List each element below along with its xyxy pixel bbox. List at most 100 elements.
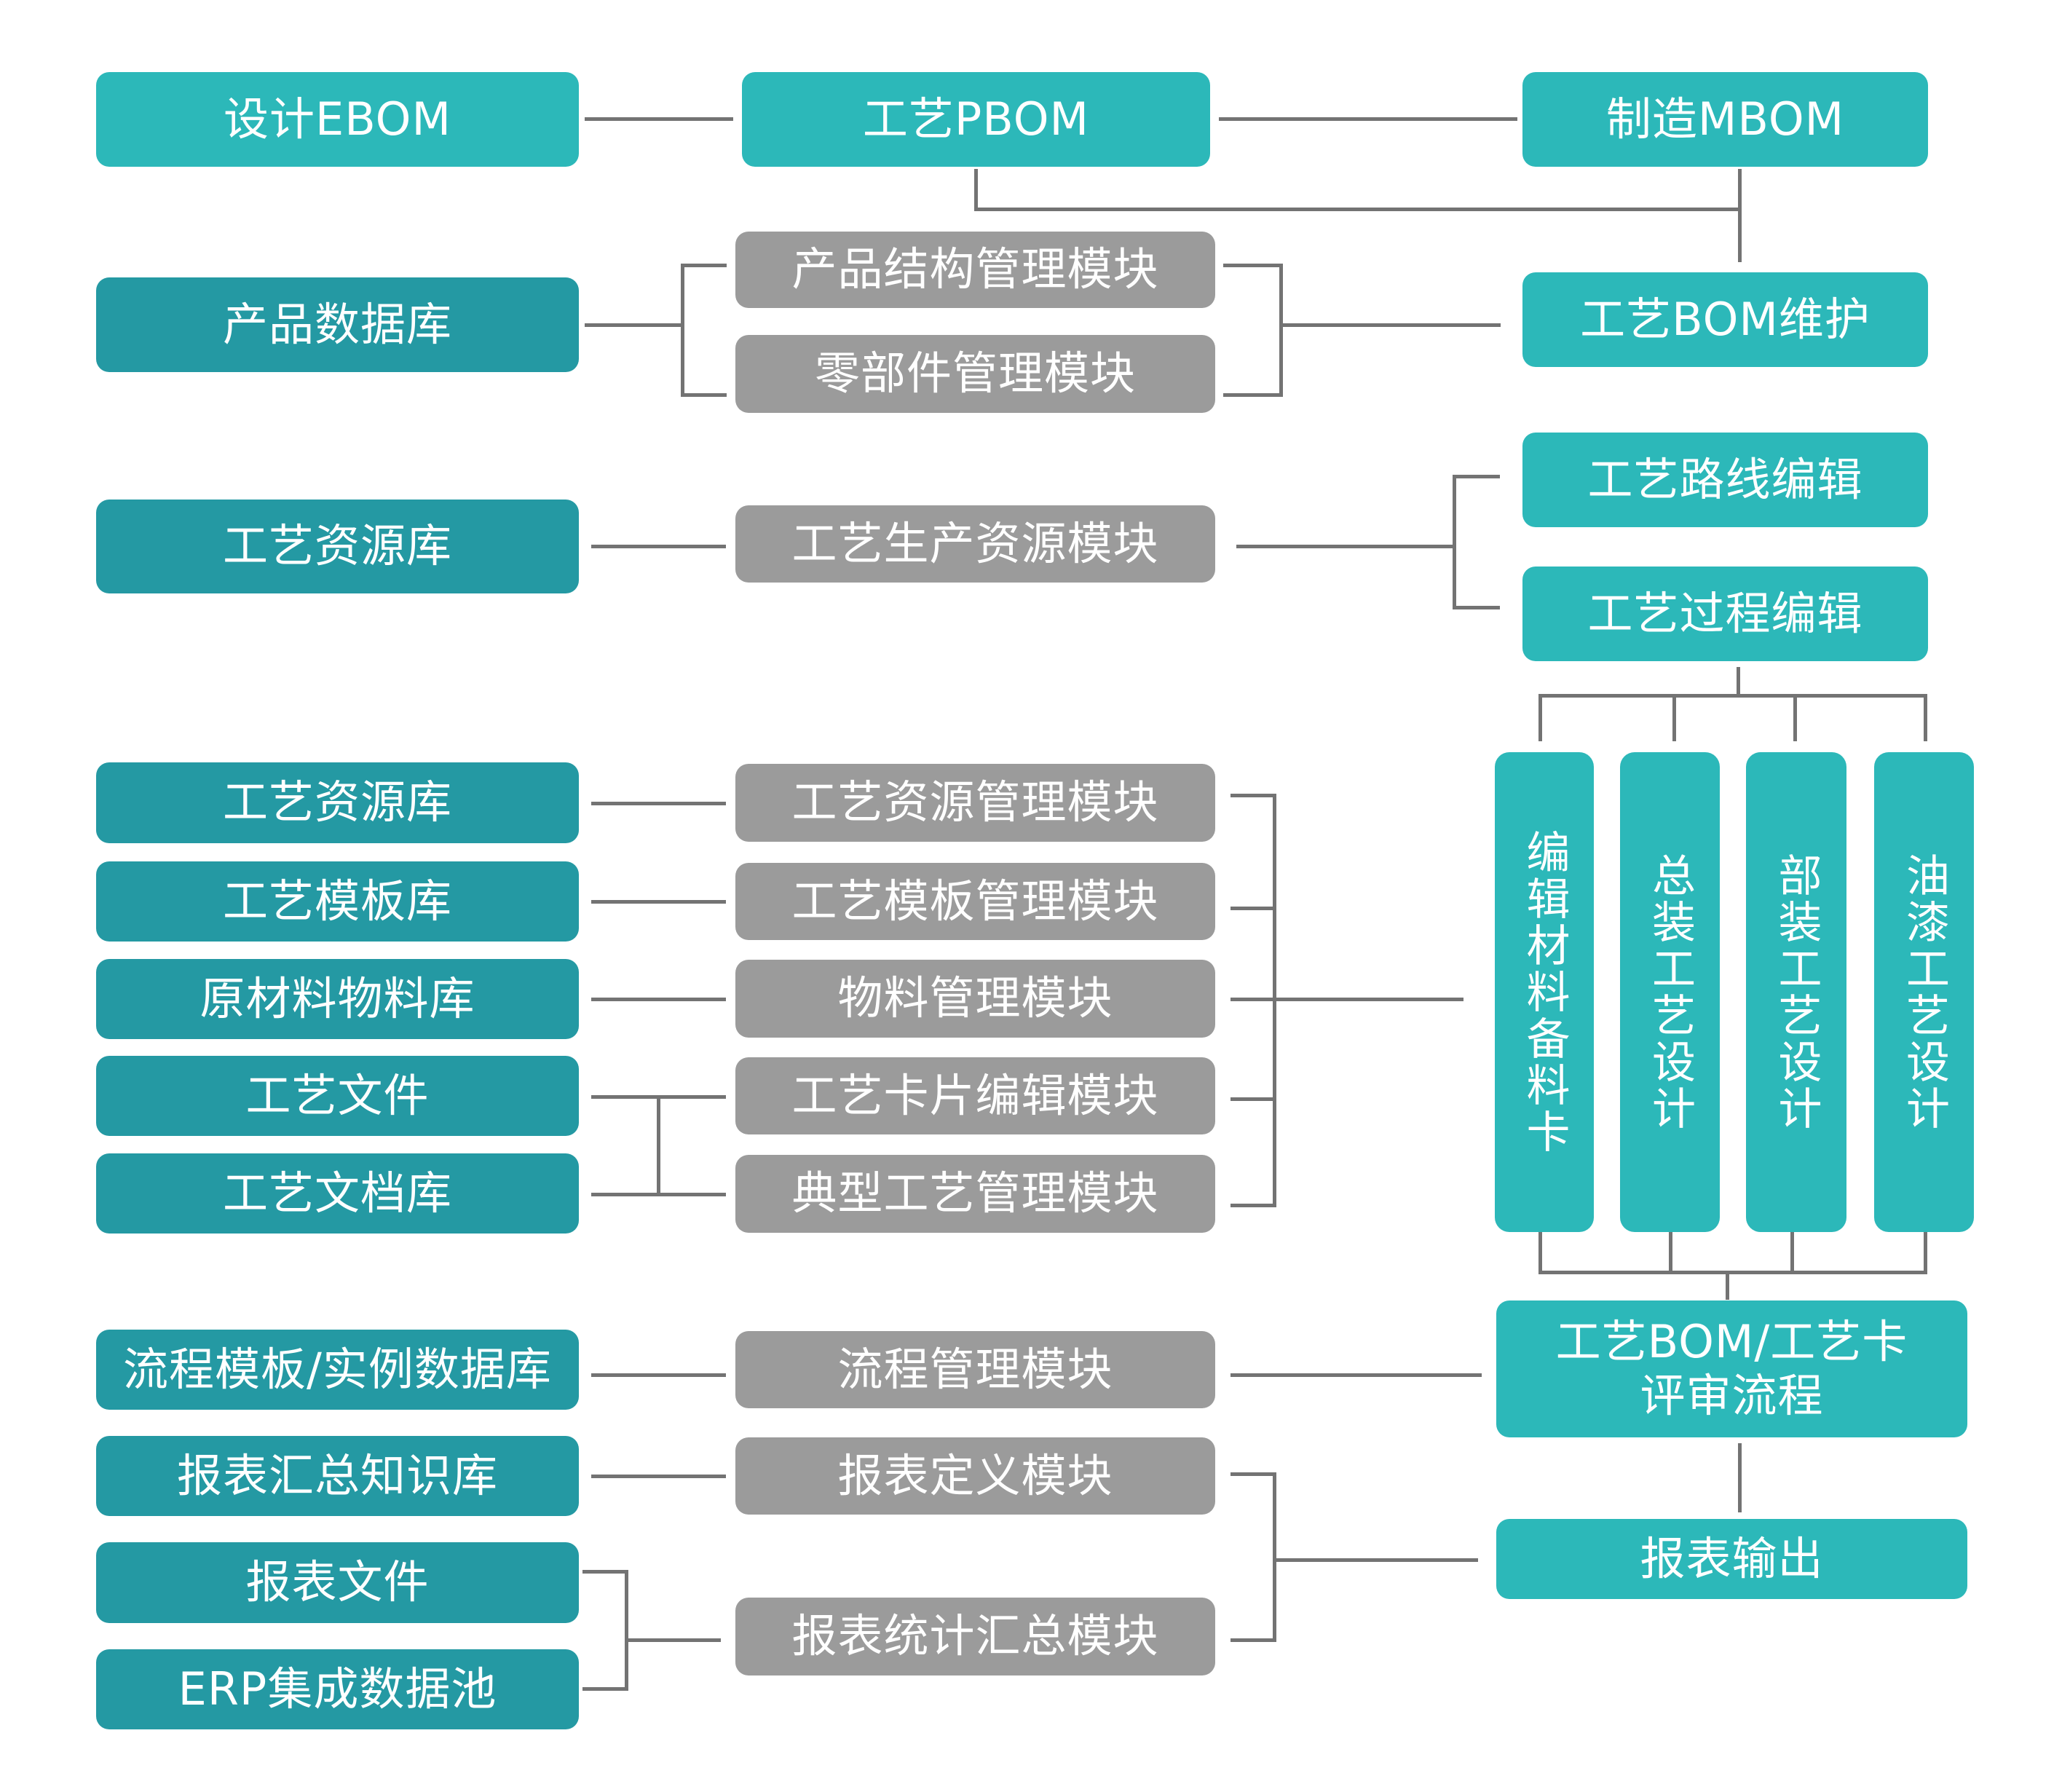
connector-review-report: [1738, 1443, 1742, 1512]
node-label: 制造MBOM: [1605, 92, 1845, 146]
node-label: 产品结构管理模块: [791, 242, 1159, 296]
connector-mod2-right: [1223, 393, 1281, 397]
node-report-output[interactable]: 报表输出: [1496, 1519, 1967, 1599]
connector-pbom-mbom-bus: [974, 208, 1742, 211]
node-label: 报表统计汇总模块: [791, 1609, 1159, 1663]
module-product-structure[interactable]: 产品结构管理模块: [735, 232, 1215, 308]
node-label: 油漆工艺设计: [1898, 852, 1950, 1132]
node-label: 工艺资源库: [222, 519, 452, 573]
connector-g1: [591, 802, 726, 805]
connector-gm3-right: [1231, 998, 1276, 1001]
node-label: 典型工艺管理模块: [791, 1167, 1159, 1220]
connector-col1-top: [1538, 694, 1542, 741]
connector-reportfile: [582, 1570, 628, 1574]
node-label: 报表汇总知识库: [176, 1448, 498, 1502]
module-flow-management[interactable]: 流程管理模块: [735, 1331, 1215, 1408]
node-label: 原材料物料库: [200, 971, 475, 1025]
module-report-definition[interactable]: 报表定义模块: [735, 1437, 1215, 1515]
node-label: 工艺资源管理模块: [791, 775, 1159, 829]
connector-erp: [582, 1687, 628, 1691]
connector-modules-bracket: [1279, 264, 1283, 397]
node-process-editing[interactable]: 工艺过程编辑: [1522, 567, 1928, 661]
connector-to-stats: [625, 1638, 721, 1642]
connector-gm4-right: [1231, 1097, 1276, 1101]
connector-gm5-right: [1231, 1204, 1276, 1207]
connector-columns-top-bus: [1538, 694, 1927, 698]
db-process-documents[interactable]: 工艺文档库: [96, 1153, 579, 1234]
connector-docs-join: [657, 1095, 660, 1196]
node-label: 报表输出: [1640, 1531, 1824, 1585]
db-report-knowledge[interactable]: 报表汇总知识库: [96, 1436, 579, 1516]
connector-productdb-bracket: [681, 264, 684, 397]
connector-stats-right: [1231, 1638, 1276, 1642]
module-material-management[interactable]: 物料管理模块: [735, 960, 1215, 1038]
db-process-template[interactable]: 工艺模板库: [96, 861, 579, 942]
connector-col2-top: [1672, 694, 1676, 741]
node-label: 物料管理模块: [837, 971, 1113, 1025]
db-report-files[interactable]: 报表文件: [96, 1542, 579, 1623]
connector-col1-bottom: [1538, 1231, 1542, 1274]
connector-productdb-top: [681, 264, 727, 267]
module-typical-process[interactable]: 典型工艺管理模块: [735, 1155, 1215, 1233]
column-final-assembly[interactable]: 总装工艺设计: [1620, 752, 1720, 1232]
node-process-pbom[interactable]: 工艺PBOM: [742, 72, 1210, 167]
node-design-ebom[interactable]: 设计EBOM: [96, 72, 579, 167]
node-label: 报表文件: [245, 1555, 430, 1609]
connector-pbom-down: [974, 169, 978, 211]
connector-to-review: [1726, 1271, 1729, 1300]
db-raw-material[interactable]: 原材料物料库: [96, 959, 579, 1039]
module-report-statistics[interactable]: 报表统计汇总模块: [735, 1598, 1215, 1675]
connector-productdb: [585, 323, 683, 327]
review-label-line2: 评审流程: [1640, 1369, 1824, 1422]
db-process-files[interactable]: 工艺文件: [96, 1056, 579, 1136]
connector-to-bommaint: [1279, 323, 1501, 327]
node-label: 总装工艺设计: [1644, 852, 1696, 1132]
connector-pbom-mbom: [1219, 117, 1517, 121]
connector-to-report-output: [1273, 1558, 1478, 1562]
db-flow-template[interactable]: 流程模板/实例数据库: [96, 1330, 579, 1410]
node-label: 编辑材料备料卡: [1519, 829, 1570, 1156]
connector-ebom-pbom: [585, 117, 733, 121]
db-process-resource-2[interactable]: 工艺资源库: [96, 762, 579, 843]
connector-gm1-right: [1231, 794, 1276, 797]
connector-columns-bottom-bus: [1538, 1271, 1927, 1274]
node-label: 流程管理模块: [837, 1342, 1113, 1396]
node-label: 零部件管理模块: [814, 347, 1136, 400]
review-label-line1: 工艺BOM/工艺卡: [1555, 1314, 1908, 1368]
module-template-management[interactable]: 工艺模板管理模块: [735, 863, 1215, 940]
node-label: 工艺资源库: [222, 775, 452, 829]
connector-col4-top: [1924, 694, 1927, 741]
connector-group-to-columns: [1273, 998, 1463, 1001]
node-label: 报表定义模块: [837, 1448, 1113, 1502]
connector-report-bracket: [1273, 1472, 1276, 1642]
node-bom-maintenance[interactable]: 工艺BOM维护: [1522, 272, 1928, 367]
node-label: 工艺卡片编辑模块: [791, 1068, 1159, 1122]
module-card-editing[interactable]: 工艺卡片编辑模块: [735, 1057, 1215, 1134]
node-route-editing[interactable]: 工艺路线编辑: [1522, 433, 1928, 527]
column-painting[interactable]: 油漆工艺设计: [1874, 752, 1974, 1232]
connector-route-top: [1453, 475, 1500, 478]
column-sub-assembly[interactable]: 部装工艺设计: [1746, 752, 1846, 1232]
node-label: 工艺模板管理模块: [791, 874, 1159, 928]
node-manufacturing-mbom[interactable]: 制造MBOM: [1522, 72, 1928, 167]
column-material-card[interactable]: 编辑材料备料卡: [1495, 752, 1594, 1232]
connector-g3: [591, 998, 726, 1001]
node-review-flow[interactable]: 工艺BOM/工艺卡 评审流程: [1496, 1300, 1967, 1437]
module-parts[interactable]: 零部件管理模块: [735, 335, 1215, 413]
node-label: ERP集成数据池: [178, 1662, 497, 1716]
module-resource-management[interactable]: 工艺资源管理模块: [735, 764, 1215, 842]
db-process-resource[interactable]: 工艺资源库: [96, 500, 579, 593]
connector-flowmod-review: [1231, 1373, 1482, 1377]
node-label: 工艺文档库: [222, 1166, 452, 1220]
db-erp-integration[interactable]: ERP集成数据池: [96, 1649, 579, 1729]
node-label: 设计EBOM: [224, 92, 451, 146]
node-label: 流程模板/实例数据库: [123, 1342, 552, 1396]
node-label: 工艺生产资源模块: [791, 516, 1159, 570]
connector-g2: [591, 900, 726, 904]
node-label: 工艺文件: [245, 1068, 430, 1122]
db-product[interactable]: 产品数据库: [96, 277, 579, 372]
connector-productdb-bottom: [681, 393, 727, 397]
node-label: 工艺PBOM: [862, 92, 1090, 146]
module-production-resource[interactable]: 工艺生产资源模块: [735, 505, 1215, 583]
